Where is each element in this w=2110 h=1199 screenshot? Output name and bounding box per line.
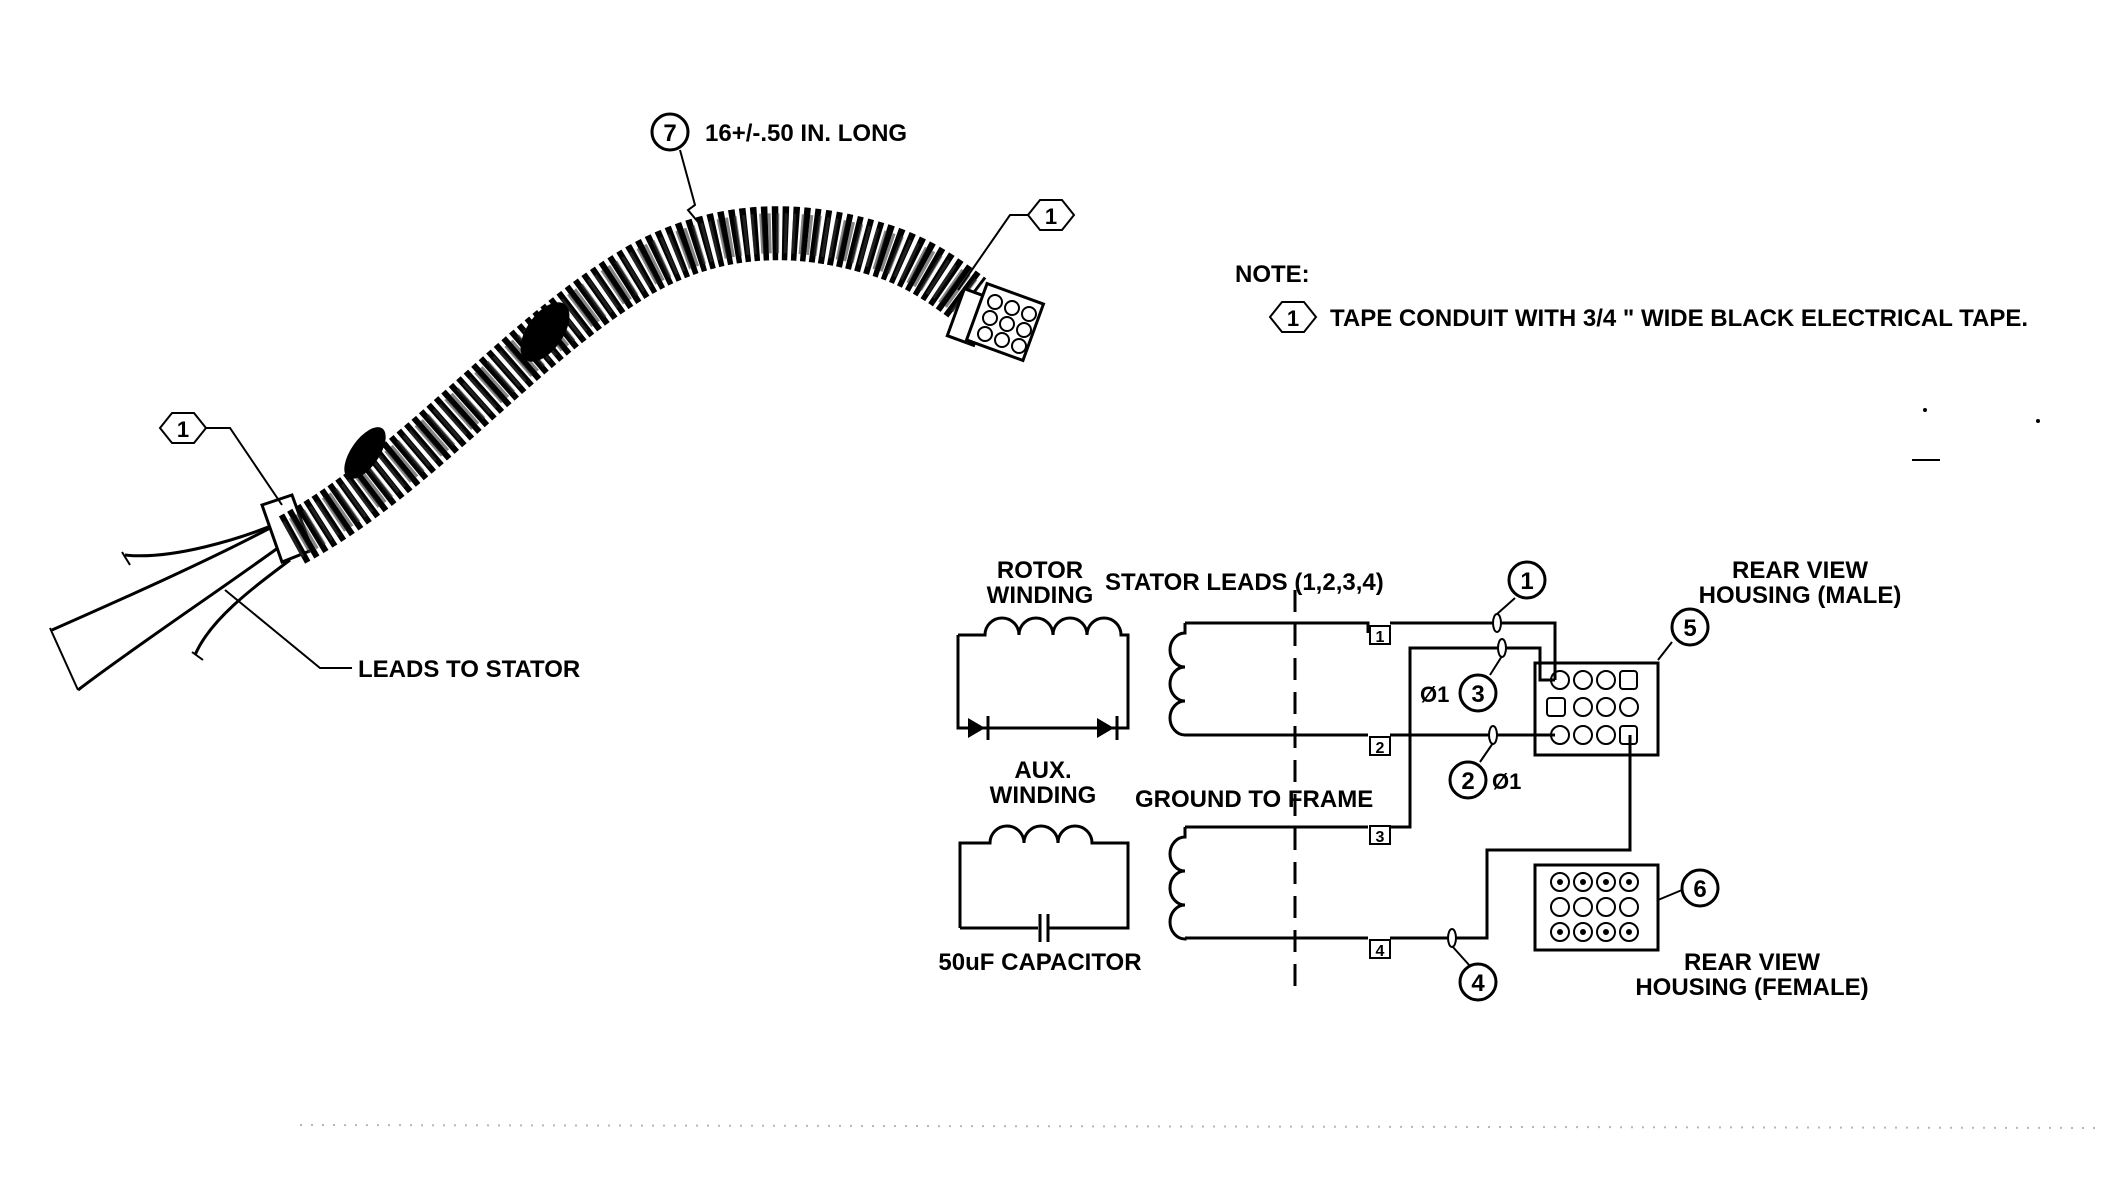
stray-marks (1912, 408, 2040, 461)
capacitor-symbol (1038, 914, 1050, 942)
lead-box-3: 3 (1369, 825, 1391, 846)
male-label-2: HOUSING (MALE) (1699, 582, 1902, 609)
note-heading: NOTE: (1235, 261, 1310, 288)
lead-callout-4-number: 4 (1471, 970, 1485, 997)
stator-coil-lower (1168, 825, 1368, 941)
note-block: NOTE: 1 TAPE CONDUIT WITH 3/4 " WIDE BLA… (1235, 261, 2028, 333)
ground-label: GROUND TO FRAME (1135, 786, 1373, 813)
female-label-1: REAR VIEW (1684, 949, 1820, 976)
female-label-2: HOUSING (FEMALE) (1635, 974, 1868, 1001)
lead-callout-2: 2 Ø1 (1448, 725, 1521, 800)
stator-leads-wires (49, 518, 291, 692)
aux-label-2: WINDING (990, 782, 1097, 809)
female-housing: 6 REAR VIEW HOUSING (FEMALE) (1533, 863, 1869, 1001)
lead-box-1: 1 (1369, 625, 1391, 646)
note-item-text: TAPE CONDUIT WITH 3/4 " WIDE BLACK ELECT… (1330, 305, 2028, 332)
lead-box-4: 4 (1369, 939, 1391, 960)
tape-callout-left: 1 (158, 412, 283, 506)
lead-callout-1-number: 1 (1520, 568, 1533, 595)
note-item-number: 1 (1287, 306, 1299, 331)
lead-box-2-text: 2 (1376, 740, 1385, 757)
lead-callout-3: 3 Ø1 (1420, 638, 1507, 713)
callout-item-7: 7 16+/-.50 IN. LONG (650, 112, 907, 223)
rotor-winding: ROTOR WINDING (956, 557, 1130, 740)
lead-box-4-text: 4 (1376, 943, 1385, 960)
tape-callout-top: 1 (957, 199, 1076, 291)
callout-7-number: 7 (663, 120, 676, 147)
tape-callout-left-number: 1 (177, 417, 189, 442)
capacitor-label: 50uF CAPACITOR (938, 949, 1141, 976)
connector-plug (945, 281, 1046, 363)
aux-winding: AUX. WINDING 50uF CAPACITOR (938, 757, 1141, 976)
rotor-label-1: ROTOR (997, 557, 1083, 584)
tape-band-mid (520, 302, 570, 362)
rotor-label-2: WINDING (987, 582, 1094, 609)
stator-coil-upper (1168, 621, 1370, 737)
item-5-number: 5 (1683, 615, 1696, 642)
tape-callout-top-number: 1 (1045, 204, 1057, 229)
schematic: ROTOR WINDING AUX. WINDING 50uF CAPACITO… (938, 557, 1902, 1002)
conduit (278, 206, 987, 564)
lead-box-2: 2 (1369, 736, 1391, 757)
phase-mark-3: Ø1 (1420, 682, 1449, 707)
male-label-1: REAR VIEW (1732, 557, 1868, 584)
leads-to-stator-label: LEADS TO STATOR (358, 656, 580, 683)
male-housing: REAR VIEW HOUSING (MALE) 5 (1533, 557, 1902, 757)
callout-7-text: 16+/-.50 IN. LONG (705, 120, 907, 147)
stator-leads-label: STATOR LEADS (1,2,3,4) (1105, 569, 1384, 596)
lead-box-1-text: 1 (1376, 629, 1385, 646)
leads-to-stator-callout: LEADS TO STATOR (224, 589, 580, 683)
lead-callout-1: 1 (1492, 560, 1547, 633)
lead-callout-3-number: 3 (1471, 681, 1484, 708)
diode-left (968, 718, 985, 738)
phase-mark-2: Ø1 (1492, 769, 1521, 794)
harness-illustration: 7 16+/-.50 IN. LONG 1 1 LEADS TO STATOR (49, 112, 1076, 692)
item-6-number: 6 (1693, 876, 1706, 903)
tape-band-mid2 (344, 427, 386, 479)
scan-noise (299, 1124, 2101, 1129)
diode-right (1097, 718, 1114, 738)
lead-callout-2-number: 2 (1461, 768, 1474, 795)
lead-callout-4: 4 (1447, 928, 1498, 1002)
aux-label-1: AUX. (1014, 757, 1071, 784)
lead-box-3-text: 3 (1376, 829, 1385, 846)
